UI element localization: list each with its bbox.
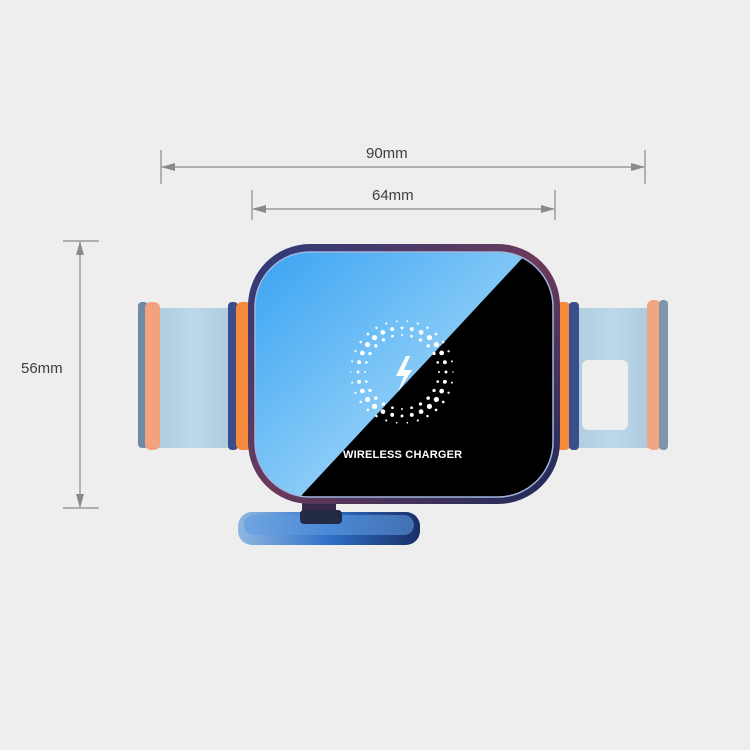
charging-dots-ring bbox=[350, 320, 454, 424]
dimension-64mm bbox=[251, 190, 556, 220]
left-clamp-arm bbox=[138, 302, 252, 450]
dimension-90mm bbox=[160, 150, 646, 184]
mount-base bbox=[238, 490, 420, 545]
lightning-bolt-icon bbox=[396, 356, 412, 392]
dimension-56mm bbox=[63, 240, 99, 509]
right-clamp-arm bbox=[555, 300, 668, 450]
dimension-label-64mm: 64mm bbox=[372, 187, 414, 204]
dimension-label-56mm: 56mm bbox=[21, 360, 63, 377]
dimension-label-90mm: 90mm bbox=[366, 145, 408, 162]
wireless-charger-text: WIRELESS CHARGER bbox=[343, 449, 463, 461]
